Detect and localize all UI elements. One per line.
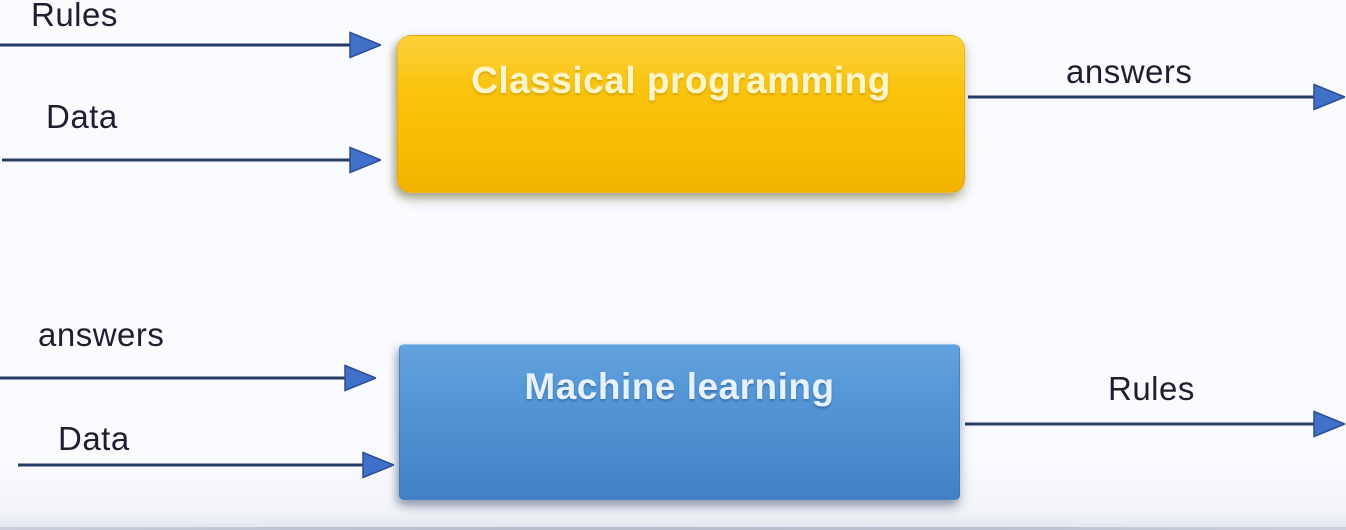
classical-programming-box: Classical programming: [397, 35, 965, 193]
classical-input-data-arrow: [2, 146, 381, 174]
classical-input-data-label: Data: [46, 98, 118, 135]
ml-input-data-label: Data: [58, 420, 130, 457]
ml-output-rules-label: Rules: [1108, 370, 1195, 407]
classical-output-answers-arrow: [968, 83, 1345, 111]
classical-programming-box-title: Classical programming: [471, 60, 891, 101]
ml-input-answers-arrow: [0, 364, 376, 392]
classical-input-rules-arrow: [0, 31, 381, 59]
ml-input-answers-label: answers: [38, 316, 165, 353]
ml-input-data-arrow: [18, 451, 394, 479]
machine-learning-box-title: Machine learning: [524, 366, 835, 407]
slide-bottom-edge: [0, 527, 1346, 530]
machine-learning-box: Machine learning: [399, 344, 960, 500]
classical-input-rules-label: Rules: [31, 0, 118, 33]
classical-output-answers-label: answers: [1066, 53, 1193, 90]
ml-output-rules-arrow: [965, 410, 1345, 438]
